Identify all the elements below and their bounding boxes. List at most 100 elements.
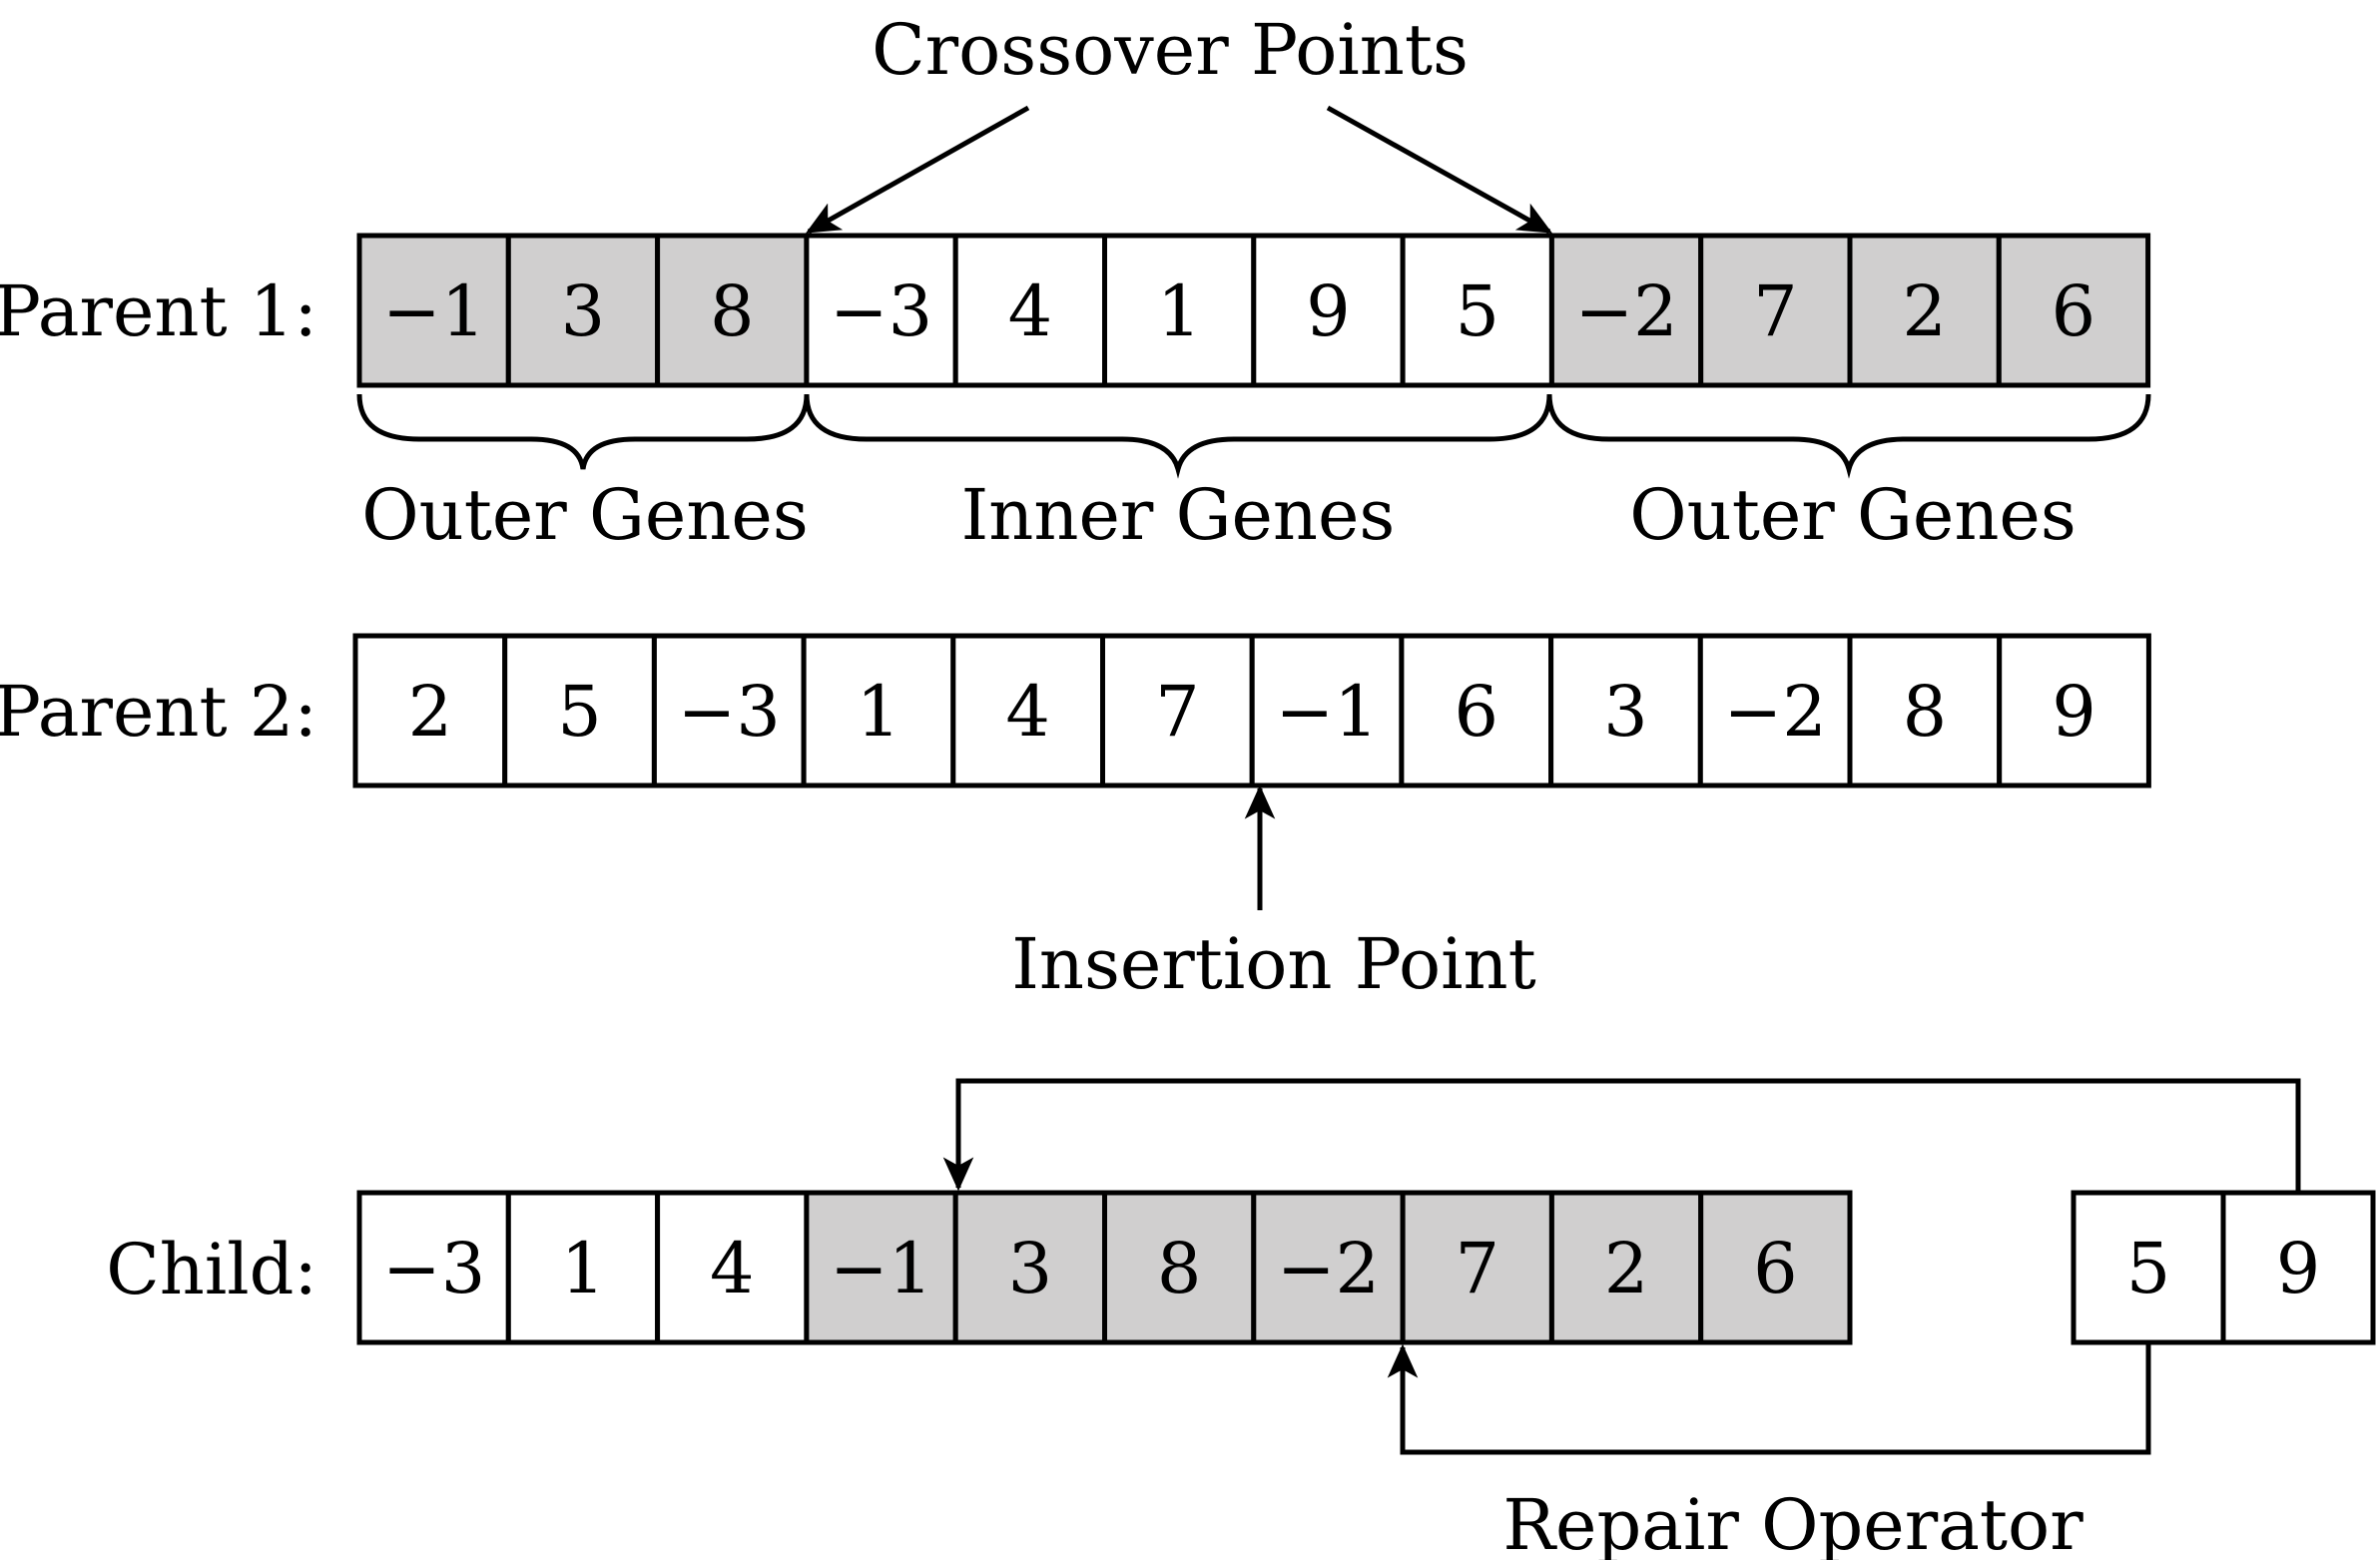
child-gene-box bbox=[952, 1190, 1108, 1345]
parent1-gene-box bbox=[1102, 233, 1257, 388]
parent1-gene-box bbox=[1400, 233, 1554, 388]
child-gene-value: 6 bbox=[1753, 1228, 1798, 1309]
parent1-gene-box bbox=[1251, 233, 1406, 388]
child-label: Child: bbox=[106, 1229, 317, 1310]
parent1-gene-4: −3 bbox=[804, 233, 958, 388]
parent1-gene-value: 2 bbox=[1902, 270, 1947, 352]
parent1-gene-value: 8 bbox=[710, 270, 755, 352]
parent2-gene-box bbox=[352, 633, 508, 788]
child-gene-box bbox=[505, 1190, 661, 1345]
child-gene-box bbox=[1102, 1190, 1257, 1345]
parent1-gene-box bbox=[1548, 233, 1704, 388]
child-gene-9: 2 bbox=[1548, 1190, 1704, 1345]
parent1-gene-8: 5 bbox=[1400, 233, 1554, 388]
child-extra-gene-2: 9 bbox=[2220, 1190, 2376, 1345]
parent2-gene-value: 6 bbox=[1454, 671, 1498, 753]
child-gene-value: 3 bbox=[1008, 1228, 1053, 1309]
child-gene-value: 4 bbox=[710, 1228, 755, 1309]
outer-genes-right-label: Outer Genes bbox=[1629, 474, 2077, 556]
parent1-gene-value: 9 bbox=[1306, 270, 1351, 352]
crossover-arrow-left bbox=[806, 105, 1030, 235]
child-gene-1: −3 bbox=[356, 1190, 511, 1345]
parent2-gene-10: −2 bbox=[1697, 633, 1853, 788]
parent2-gene-value: 3 bbox=[1603, 671, 1648, 753]
child-extra-gene-value: 5 bbox=[2126, 1228, 2171, 1309]
child-gene-box bbox=[1400, 1190, 1554, 1345]
parent1-gene-3: 8 bbox=[655, 233, 810, 388]
crossover-points-label: Crossover Points bbox=[872, 9, 1469, 91]
child-extra-gene-value: 9 bbox=[2276, 1228, 2321, 1309]
parent2-gene-8: 6 bbox=[1399, 633, 1554, 788]
parent1-gene-12: 6 bbox=[1996, 233, 2151, 388]
parent2-gene-11: 8 bbox=[1847, 633, 2003, 788]
child-extra-gene-1: 5 bbox=[2071, 1190, 2226, 1345]
child-gene-7: −2 bbox=[1251, 1190, 1406, 1345]
parent2-gene-value: 9 bbox=[2052, 671, 2096, 753]
parent2-gene-value: 7 bbox=[1155, 671, 1200, 753]
child-gene-value: 1 bbox=[561, 1228, 606, 1309]
parent1-gene-6: 1 bbox=[1102, 233, 1257, 388]
parent2-label: Parent 2: bbox=[0, 671, 317, 753]
parent2-gene-value: 1 bbox=[857, 671, 901, 753]
parent2-gene-value: 8 bbox=[1903, 671, 1948, 753]
repair-connector-top bbox=[942, 1078, 2301, 1193]
parent2-gene-box bbox=[1847, 633, 2003, 788]
parent2-gene-2: 5 bbox=[502, 633, 657, 788]
parent2-gene-box bbox=[1997, 633, 2151, 788]
parent1-gene-2: 3 bbox=[505, 233, 661, 388]
parent2-gene-box bbox=[502, 633, 657, 788]
parent2-gene-value: 4 bbox=[1005, 671, 1050, 753]
parent1-gene-box bbox=[655, 233, 810, 388]
child-gene-10: 6 bbox=[1698, 1190, 1853, 1345]
parent1-gene-7: 9 bbox=[1251, 233, 1406, 388]
child-gene-box bbox=[1698, 1190, 1853, 1345]
parent2-gene-value: −2 bbox=[1724, 671, 1827, 753]
parent1-gene-value: 7 bbox=[1753, 270, 1798, 352]
child-gene-5: 3 bbox=[952, 1190, 1108, 1345]
parent1-gene-value: 6 bbox=[2052, 270, 2096, 352]
parent2-gene-3: −3 bbox=[651, 633, 807, 788]
parent2-gene-value: 2 bbox=[408, 671, 453, 753]
parent1-gene-box bbox=[505, 233, 661, 388]
parent1-gene-11: 2 bbox=[1847, 233, 2002, 388]
child-gene-box bbox=[804, 1190, 958, 1345]
parent1-gene-5: 4 bbox=[952, 233, 1108, 388]
parent2-gene-5: 4 bbox=[950, 633, 1105, 788]
parent2-gene-box bbox=[1548, 633, 1703, 788]
parent1-gene-9: −2 bbox=[1548, 233, 1704, 388]
child-gene-8: 7 bbox=[1400, 1190, 1554, 1345]
child-gene-value: −2 bbox=[1277, 1228, 1380, 1309]
child-gene-value: −3 bbox=[382, 1228, 485, 1309]
parent2-gene-1: 2 bbox=[352, 633, 508, 788]
outer-genes-left-label: Outer Genes bbox=[361, 474, 809, 556]
parent1-gene-1: −1 bbox=[356, 233, 511, 388]
child-gene-6: 8 bbox=[1102, 1190, 1257, 1345]
repair-operator-label: Repair Operator bbox=[1502, 1484, 2083, 1560]
child-extra-gene-box bbox=[2071, 1190, 2226, 1345]
parent1-gene-value: 1 bbox=[1157, 270, 1202, 352]
parent2-gene-7: −1 bbox=[1249, 633, 1405, 788]
parent2-gene-4: 1 bbox=[801, 633, 956, 788]
parent2-gene-value: −1 bbox=[1275, 671, 1378, 753]
child-gene-box bbox=[655, 1190, 810, 1345]
child-gene-3: 4 bbox=[655, 1190, 810, 1345]
parent1-gene-value: −3 bbox=[830, 270, 932, 352]
parent1-label: Parent 1: bbox=[0, 270, 317, 352]
child-gene-value: 8 bbox=[1157, 1228, 1202, 1309]
parent1-gene-value: 4 bbox=[1008, 270, 1053, 352]
parent1-gene-10: 7 bbox=[1698, 233, 1853, 388]
parent2-gene-9: 3 bbox=[1548, 633, 1703, 788]
parent2-gene-box bbox=[801, 633, 956, 788]
parent1-gene-box bbox=[356, 233, 511, 388]
child-gene-value: 7 bbox=[1455, 1228, 1499, 1309]
parent1-gene-value: −2 bbox=[1574, 270, 1677, 352]
parent2-gene-12: 9 bbox=[1997, 633, 2151, 788]
parent2-gene-box bbox=[1249, 633, 1405, 788]
parent1-gene-box bbox=[952, 233, 1108, 388]
parent2-gene-box bbox=[1697, 633, 1853, 788]
parent2-gene-6: 7 bbox=[1100, 633, 1255, 788]
crossover-arrow-right bbox=[1326, 105, 1552, 235]
